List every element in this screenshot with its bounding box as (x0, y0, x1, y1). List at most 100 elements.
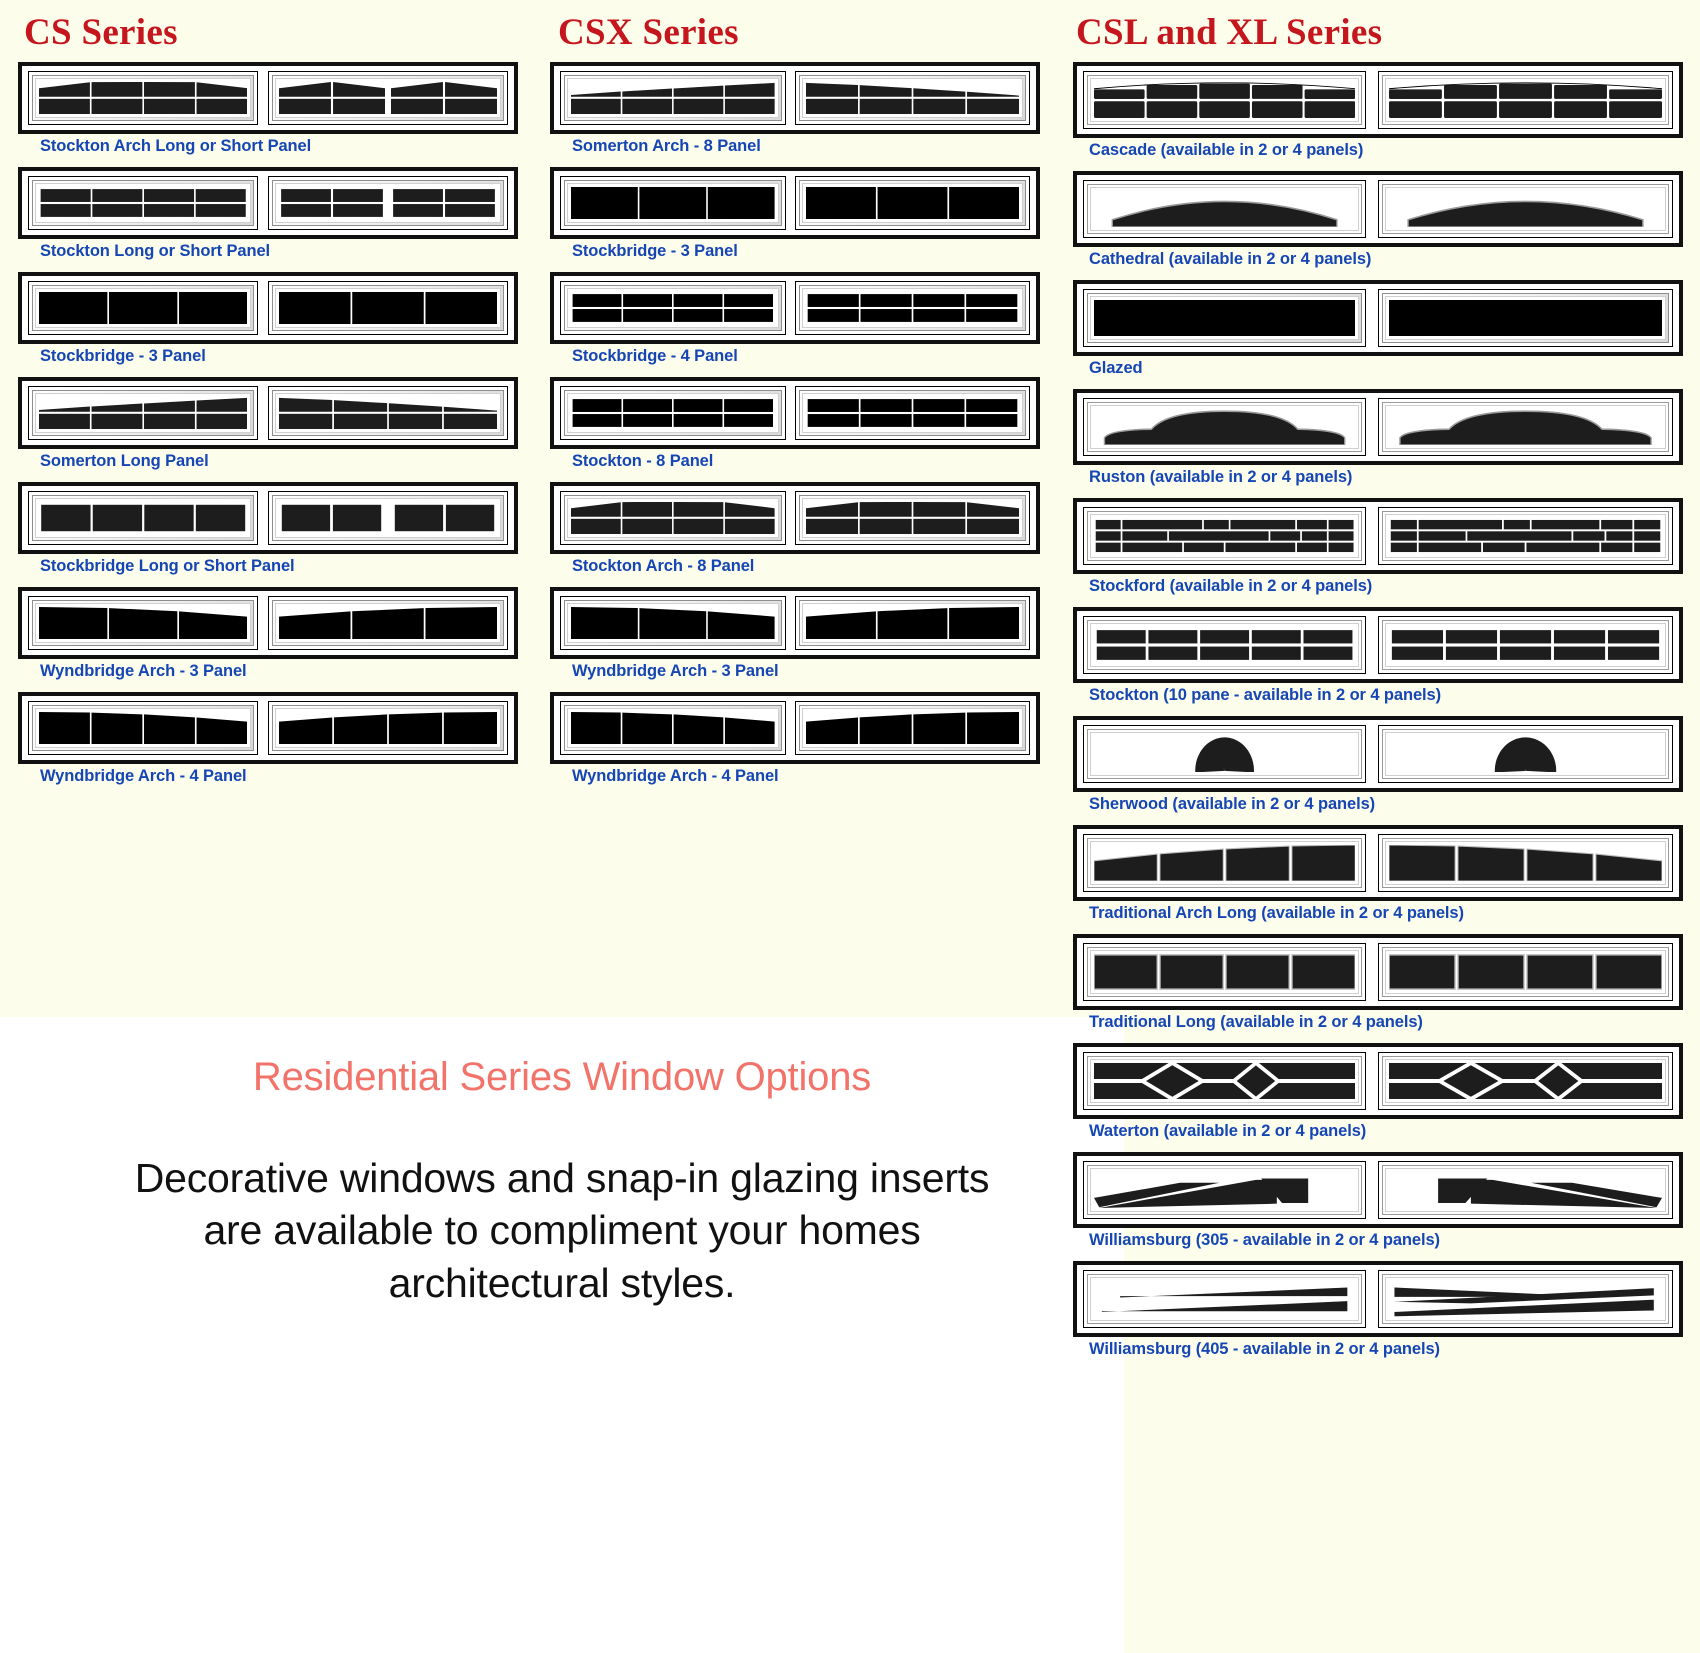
window-unit (795, 176, 1030, 230)
window-option-item[interactable]: Somerton Long Panel (18, 377, 518, 471)
column-title-csx: CSX Series (558, 12, 739, 53)
window-glass (1094, 1063, 1356, 1099)
window-option-item[interactable]: Williamsburg (305 - available in 2 or 4 … (1073, 1152, 1683, 1250)
door-panel-frame[interactable] (550, 167, 1040, 239)
window-glass (571, 712, 775, 744)
door-panel-frame[interactable] (18, 272, 518, 344)
door-panel-frame[interactable] (1073, 825, 1683, 901)
door-panel-frame[interactable] (1073, 280, 1683, 356)
door-panel-frame[interactable] (550, 377, 1040, 449)
door-panel-frame[interactable] (550, 482, 1040, 554)
window-unit (1378, 1052, 1673, 1110)
window-unit (1378, 507, 1673, 565)
window-option-item[interactable]: Stockbridge Long or Short Panel (18, 482, 518, 576)
window-option-item[interactable]: Stockton (10 pane - available in 2 or 4 … (1073, 607, 1683, 705)
window-option-label: Cascade (available in 2 or 4 panels) (1089, 141, 1364, 159)
window-option-item[interactable]: Stockton Arch Long or Short Panel (18, 62, 518, 156)
window-option-label: Traditional Long (available in 2 or 4 pa… (1089, 1013, 1423, 1031)
window-option-item[interactable]: Stockbridge - 3 Panel (18, 272, 518, 366)
window-unit (560, 386, 786, 440)
door-panel-frame[interactable] (18, 377, 518, 449)
promo-line-3: architectural styles. (388, 1259, 736, 1306)
window-option-item[interactable]: Traditional Arch Long (available in 2 or… (1073, 825, 1683, 923)
window-glass (806, 502, 1019, 534)
window-unit (1083, 180, 1367, 238)
window-unit (1378, 180, 1673, 238)
door-panel-frame[interactable] (550, 587, 1040, 659)
window-glass (1389, 518, 1662, 554)
door-panel-frame[interactable] (1073, 1261, 1683, 1337)
window-option-item[interactable]: Stockton - 8 Panel (550, 377, 1040, 471)
window-option-label: Glazed (1089, 359, 1143, 377)
window-unit (560, 491, 786, 545)
door-panel-frame[interactable] (550, 272, 1040, 344)
window-glass (1094, 845, 1356, 881)
window-unit (1083, 289, 1367, 347)
window-glass (806, 607, 1019, 639)
door-panel-frame[interactable] (1073, 607, 1683, 683)
window-option-item[interactable]: Williamsburg (405 - available in 2 or 4 … (1073, 1261, 1683, 1359)
door-panel-frame[interactable] (18, 167, 518, 239)
door-panel-frame[interactable] (18, 587, 518, 659)
window-option-item[interactable]: Wyndbridge Arch - 3 Panel (18, 587, 518, 681)
window-option-item[interactable]: Wyndbridge Arch - 3 Panel (550, 587, 1040, 681)
window-unit (28, 386, 259, 440)
window-option-item[interactable]: Stockford (available in 2 or 4 panels) (1073, 498, 1683, 596)
window-unit (1378, 71, 1673, 129)
window-option-label: Stockbridge - 3 Panel (572, 242, 738, 260)
window-option-label: Stockbridge - 3 Panel (40, 347, 206, 365)
window-option-item[interactable]: Sherwood (available in 2 or 4 panels) (1073, 716, 1683, 814)
window-glass (1094, 82, 1356, 118)
window-unit (1083, 834, 1367, 892)
window-glass (39, 187, 247, 219)
door-panel-frame[interactable] (1073, 716, 1683, 792)
window-option-item[interactable]: Waterton (available in 2 or 4 panels) (1073, 1043, 1683, 1141)
window-unit (28, 281, 259, 335)
column-cs-series: CS Series Stockton Arch Long or Short Pa… (18, 0, 518, 786)
window-glass (39, 712, 248, 744)
window-option-label: Ruston (available in 2 or 4 panels) (1089, 468, 1353, 486)
window-option-item[interactable]: Ruston (available in 2 or 4 panels) (1073, 389, 1683, 487)
window-option-label: Somerton Arch - 8 Panel (572, 137, 761, 155)
door-panel-frame[interactable] (18, 482, 518, 554)
window-unit (795, 386, 1030, 440)
door-panel-frame[interactable] (18, 692, 518, 764)
door-panel-frame[interactable] (1073, 171, 1683, 247)
window-option-item[interactable]: Stockbridge - 4 Panel (550, 272, 1040, 366)
window-option-item[interactable]: Cascade (available in 2 or 4 panels) (1073, 62, 1683, 160)
door-panel-frame[interactable] (550, 692, 1040, 764)
door-panel-frame[interactable] (1073, 498, 1683, 574)
door-panel-frame[interactable] (1073, 1043, 1683, 1119)
window-option-item[interactable]: Traditional Long (available in 2 or 4 pa… (1073, 934, 1683, 1032)
window-glass (1389, 82, 1662, 118)
promo-line-2: are available to compliment your homes (203, 1207, 921, 1254)
column-title-cs: CS Series (24, 12, 178, 53)
door-panel-frame[interactable] (550, 62, 1040, 134)
door-panel-frame[interactable] (18, 62, 518, 134)
window-glass (1094, 191, 1355, 227)
window-unit (560, 71, 786, 125)
door-panel-frame[interactable] (1073, 389, 1683, 465)
window-unit (795, 491, 1030, 545)
window-unit (1378, 943, 1673, 1001)
door-panel-frame[interactable] (1073, 1152, 1683, 1228)
window-option-item[interactable]: Glazed (1073, 280, 1683, 378)
window-option-item[interactable]: Stockbridge - 3 Panel (550, 167, 1040, 261)
window-option-item[interactable]: Somerton Arch - 8 Panel (550, 62, 1040, 156)
item-list-csl: Cascade (available in 2 or 4 panels) Cath… (1073, 62, 1683, 1359)
window-unit (268, 491, 508, 545)
window-option-label: Stockbridge - 4 Panel (572, 347, 738, 365)
door-panel-frame[interactable] (1073, 62, 1683, 138)
window-option-label: Williamsburg (405 - available in 2 or 4 … (1089, 1340, 1440, 1358)
window-option-item[interactable]: Cathedral (available in 2 or 4 panels) (1073, 171, 1683, 269)
window-option-item[interactable]: Stockton Arch - 8 Panel (550, 482, 1040, 576)
window-option-item[interactable]: Stockton Long or Short Panel (18, 167, 518, 261)
window-glass (39, 607, 248, 639)
window-option-label: Wyndbridge Arch - 4 Panel (40, 767, 247, 785)
window-option-item[interactable]: Wyndbridge Arch - 4 Panel (18, 692, 518, 786)
window-unit (1378, 725, 1673, 783)
window-option-item[interactable]: Wyndbridge Arch - 4 Panel (550, 692, 1040, 786)
door-panel-frame[interactable] (1073, 934, 1683, 1010)
